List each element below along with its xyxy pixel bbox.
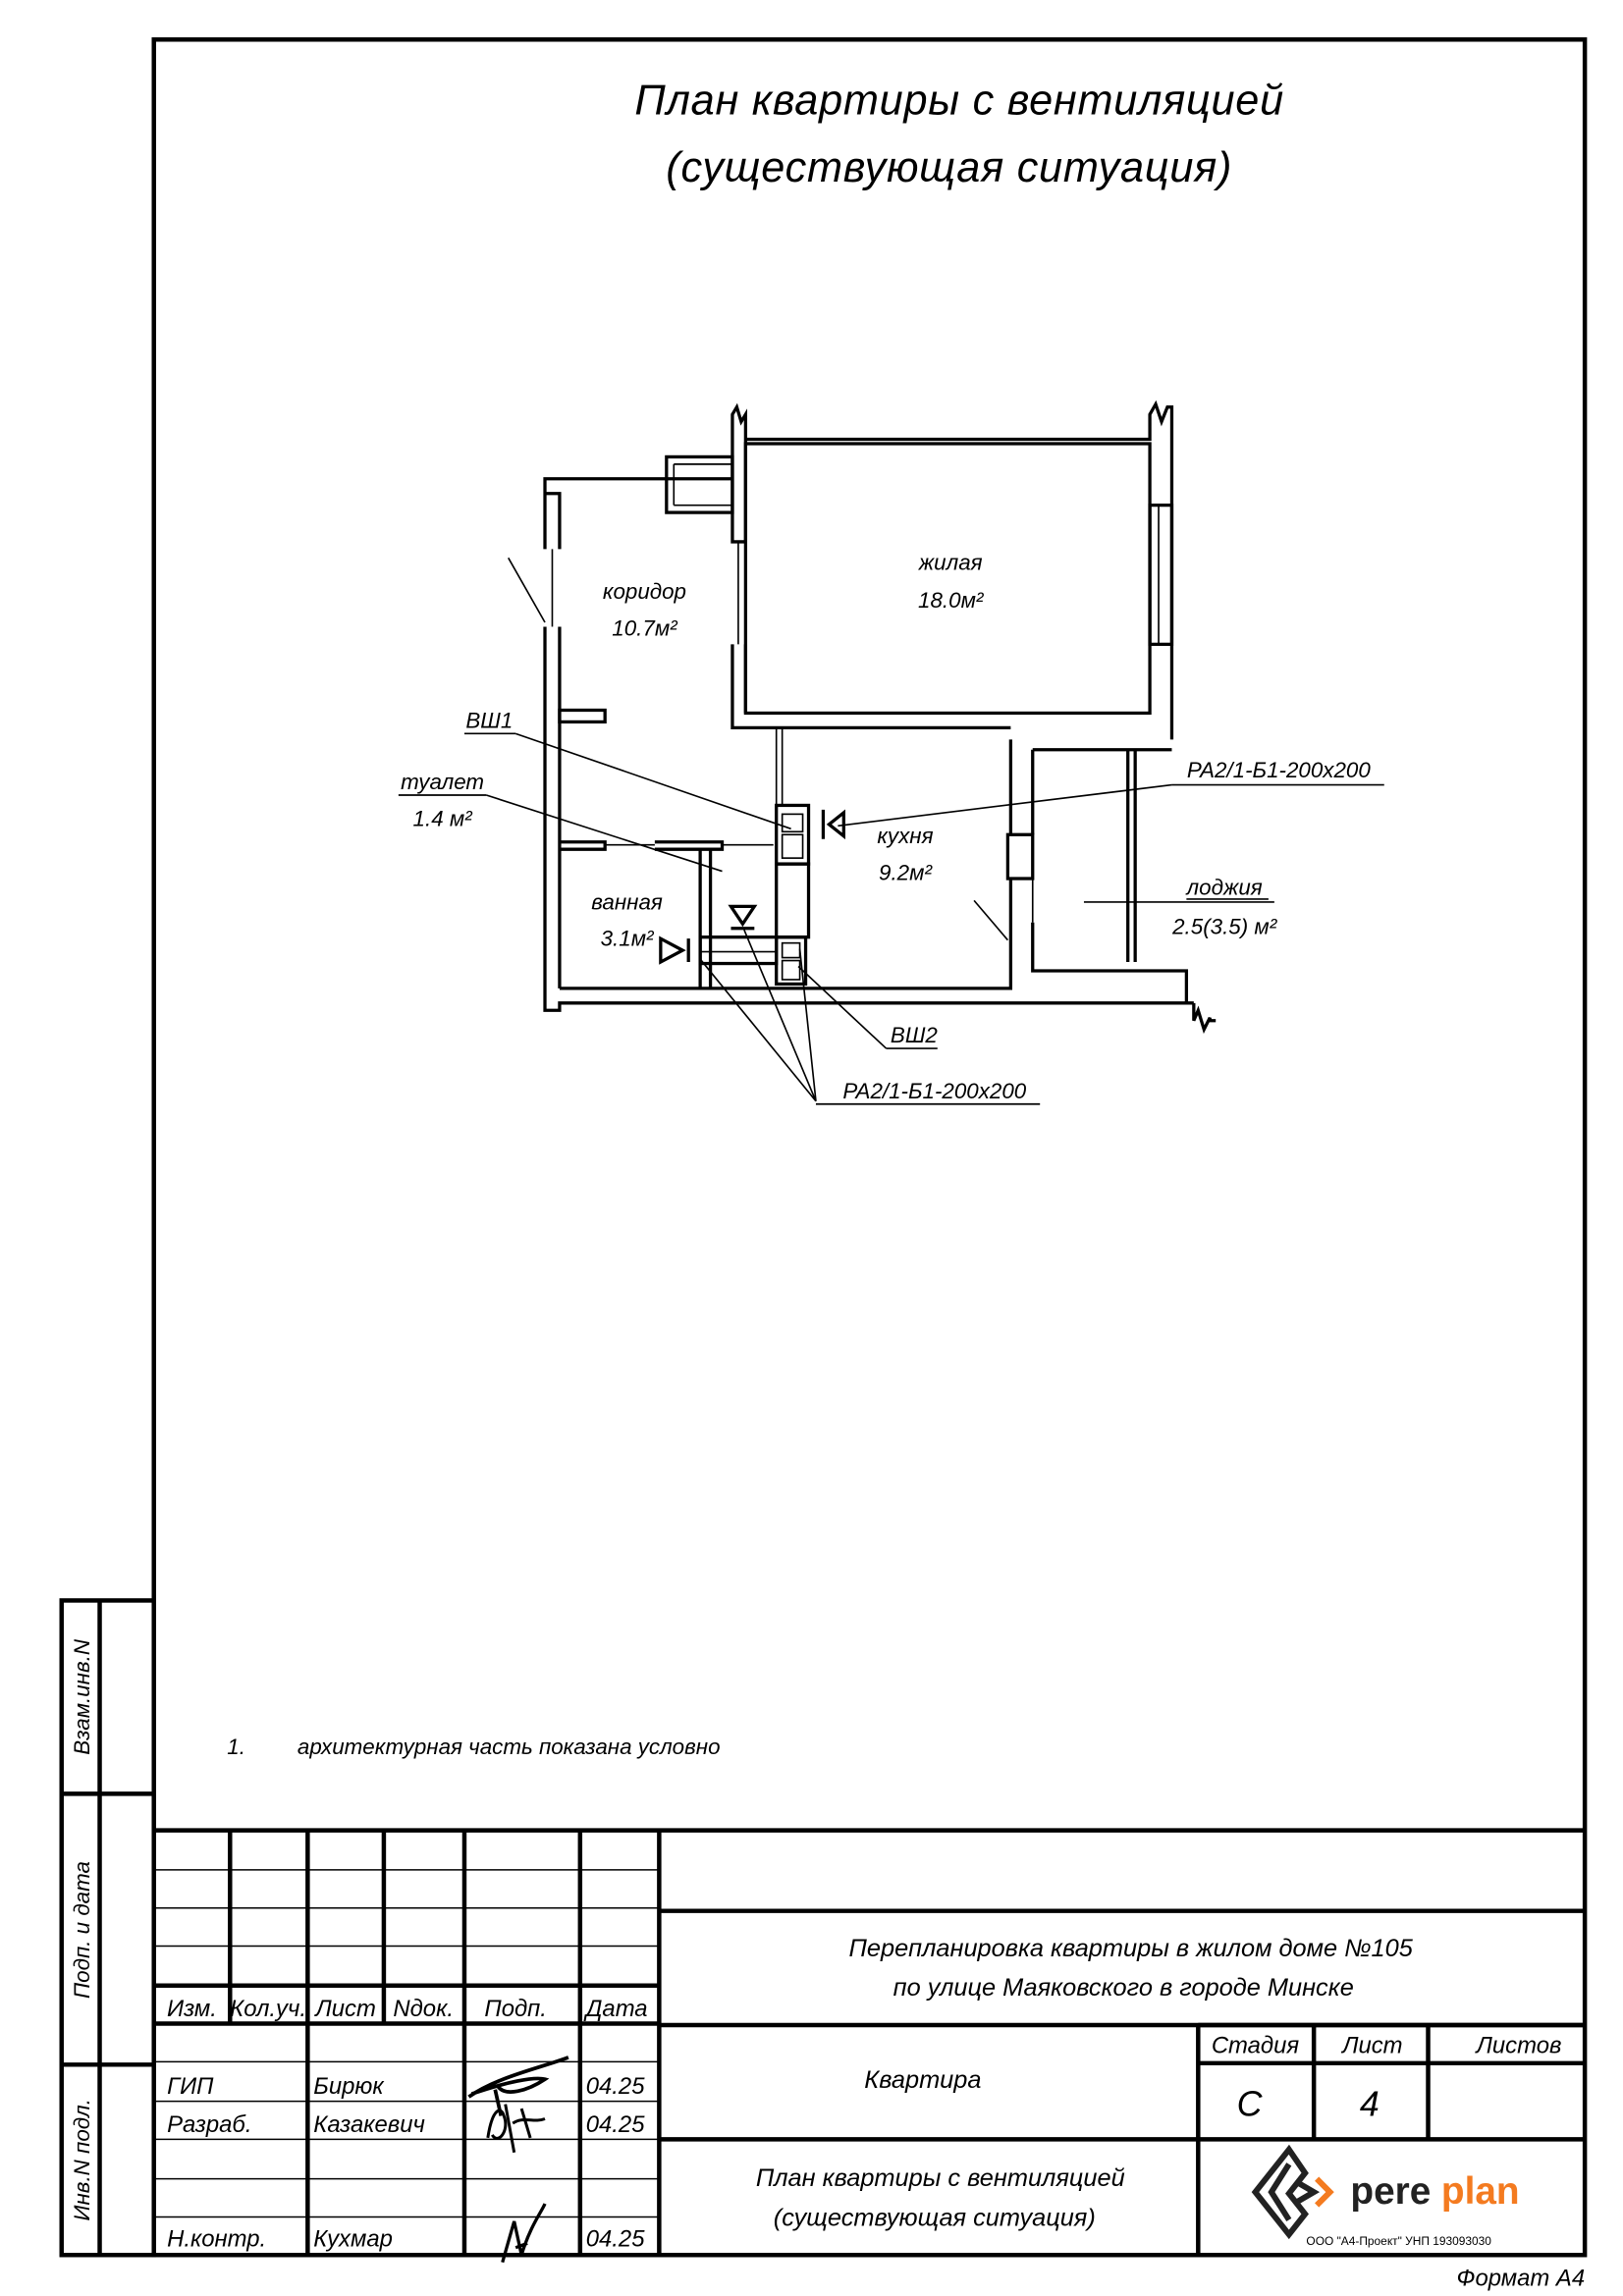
room-name-living: жилая bbox=[918, 550, 983, 574]
header-count: Кол.уч. bbox=[230, 1996, 306, 2022]
shaft-label-vsh2: ВШ2 bbox=[891, 1023, 938, 1047]
room-name-corridor: коридор bbox=[603, 579, 686, 604]
logo-text-plan: plan bbox=[1441, 2170, 1520, 2213]
signer-role-gip: ГИП bbox=[167, 2073, 214, 2100]
logo-mark-icon bbox=[1251, 2144, 1321, 2240]
signer-role-norm: Н.контр. bbox=[167, 2225, 266, 2252]
stamp-field-replace-inv: Взам.инв.N bbox=[70, 1638, 94, 1755]
room-name-toilet: туалет bbox=[401, 770, 484, 794]
header-sheet: Лист bbox=[313, 1996, 375, 2022]
room-name-bath: ванная bbox=[591, 889, 663, 914]
room-area-bath: 3.1м² bbox=[601, 927, 655, 951]
sheet-title-line2: (существующая ситуация) bbox=[666, 144, 1232, 191]
grille-label-bath: РА2/1-Б1-200x200 bbox=[842, 1079, 1026, 1103]
object-name: Квартира bbox=[864, 2066, 981, 2094]
note-number: 1. bbox=[227, 1735, 245, 1759]
signer-date-dev: 04.25 bbox=[586, 2111, 645, 2138]
title-block: Изм. Кол.уч. Лист Nдок. Подп. Дата ГИП Б… bbox=[153, 1828, 1586, 2264]
note-text: архитектурная часть показана условно bbox=[298, 1735, 721, 1759]
sheet-label: Лист bbox=[1340, 2032, 1402, 2058]
grille-symbol-bath bbox=[659, 935, 690, 965]
stamp-field-inv-orig: Инв.N подл. bbox=[70, 2099, 94, 2220]
pereplan-logo: pere plan ООО "А4-Проект" УНП 193093030 bbox=[1251, 2144, 1520, 2248]
grille-symbol-toilet bbox=[728, 904, 758, 931]
header-doc-no: Nдок. bbox=[393, 1996, 454, 2022]
room-area-toilet: 1.4 м² bbox=[413, 806, 474, 830]
room-name-kitchen: кухня bbox=[877, 824, 933, 848]
company-details: ООО "А4-Проект" УНП 193093030 bbox=[1306, 2234, 1491, 2248]
sheet-value: 4 bbox=[1360, 2085, 1380, 2124]
grille-symbol-kitchen bbox=[821, 809, 845, 840]
project-title-line2: по улице Маяковского в городе Минске bbox=[893, 1974, 1354, 2002]
sheet-format: Формат А4 bbox=[1457, 2266, 1586, 2292]
sheets-label: Листов bbox=[1475, 2032, 1562, 2058]
room-area-living: 18.0м² bbox=[918, 588, 985, 613]
floor-plan: жилая 18.0м² коридор 10.7м² туалет 1.4 м… bbox=[398, 400, 1384, 1105]
room-area-loggia: 2.5(3.5) м² bbox=[1171, 915, 1278, 939]
shaft-label-vsh1: ВШ1 bbox=[465, 708, 513, 732]
room-name-loggia: лоджия bbox=[1185, 875, 1263, 899]
signature-dev bbox=[486, 2104, 546, 2154]
stage-label: Стадия bbox=[1212, 2032, 1300, 2058]
project-title-line1: Перепланировка квартиры в жилом доме №10… bbox=[849, 1935, 1414, 1962]
signer-name-gip: Бирюк bbox=[313, 2073, 385, 2100]
logo-text-pere: pere bbox=[1350, 2170, 1431, 2213]
header-signature: Подп. bbox=[484, 1996, 547, 2022]
signer-name-dev: Казакевич bbox=[313, 2111, 425, 2138]
sheet-frame bbox=[151, 37, 1588, 2258]
room-area-kitchen: 9.2м² bbox=[879, 861, 933, 885]
header-date: Дата bbox=[583, 1996, 648, 2022]
drawing-title-line2: (существующая ситуация) bbox=[774, 2204, 1096, 2231]
stamp-field-sign-date: Подп. и дата bbox=[70, 1861, 94, 1999]
signer-role-dev: Разраб. bbox=[167, 2111, 251, 2138]
room-area-corridor: 10.7м² bbox=[612, 615, 678, 640]
signature-norm bbox=[501, 2203, 547, 2264]
signer-date-gip: 04.25 bbox=[586, 2073, 645, 2100]
signer-date-norm: 04.25 bbox=[586, 2225, 645, 2252]
stage-value: С bbox=[1237, 2085, 1264, 2124]
logo-chevron-icon bbox=[1315, 2176, 1334, 2208]
drawing-title-line1: План квартиры с вентиляцией bbox=[756, 2164, 1125, 2192]
side-stamp: Взам.инв.N Подп. и дата Инв.N подл. bbox=[59, 1598, 156, 2258]
signer-name-norm: Кухмар bbox=[313, 2225, 393, 2252]
grille-label-kitchen: РА2/1-Б1-200x200 bbox=[1187, 758, 1371, 782]
signature-gip bbox=[467, 2056, 569, 2116]
header-change: Изм. bbox=[167, 1996, 217, 2022]
sheet-title-line1: План квартиры с вентиляцией bbox=[634, 77, 1283, 124]
